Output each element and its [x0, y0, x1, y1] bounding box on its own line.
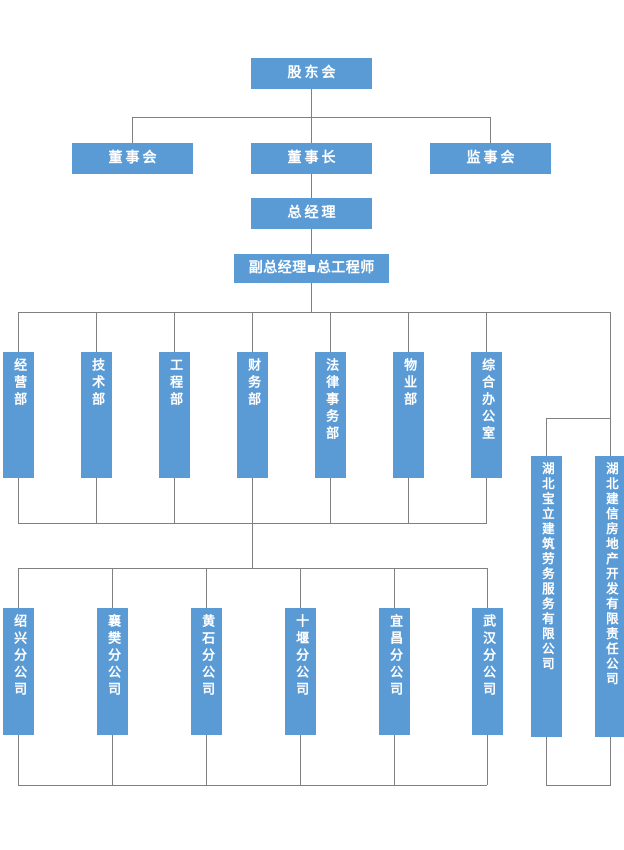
connector-tail-branch-4 [300, 735, 301, 785]
node-branch-xiangfan[interactable]: 襄樊分公司 [97, 608, 128, 735]
connector-tail-branch-6 [487, 735, 488, 785]
connector-drop-dept-4 [252, 312, 253, 352]
node-subsidiary-jianxin-real-estate[interactable]: 湖北建信房地产开发有限责任公司 [595, 456, 624, 737]
node-department-finance[interactable]: 财务部 [237, 352, 268, 478]
connector-subsidiary-2-tail [610, 737, 611, 785]
connector-drop-dept-5 [330, 312, 331, 352]
connector-general-manager-to-deputy [311, 229, 312, 254]
node-board-of-directors[interactable]: 董事会 [72, 143, 193, 174]
node-label: 财务部 [245, 358, 261, 409]
node-board-of-supervisors[interactable]: 监事会 [430, 143, 551, 174]
node-branch-wuhan[interactable]: 武汉分公司 [472, 608, 503, 735]
connector-chairman-to-general-manager [311, 174, 312, 198]
connector-drop-subsidiary-1 [546, 418, 547, 456]
node-label: 监事会 [466, 150, 518, 167]
connector-drop-board-of-supervisors [490, 117, 491, 143]
connector-tail-branch-3 [206, 735, 207, 785]
node-label: 副总经理▪总工程师 [248, 260, 375, 277]
node-label: 黄石分公司 [199, 614, 215, 699]
node-label: 宜昌分公司 [387, 614, 403, 699]
connector-drop-branch-2 [112, 568, 113, 608]
node-branch-yichang[interactable]: 宜昌分公司 [379, 608, 410, 735]
node-shareholders-meeting[interactable]: 股东会 [251, 58, 372, 89]
node-label: 湖北宝立建筑劳务服务有限公司 [539, 462, 555, 672]
connector-tail-branch-1 [18, 735, 19, 785]
connector-drop-branch-1 [18, 568, 19, 608]
connector-branch-bus [18, 568, 487, 569]
connector-tail-dept-4 [252, 478, 253, 523]
node-department-engineering[interactable]: 工程部 [159, 352, 190, 478]
connector-tail-branch-2 [112, 735, 113, 785]
connector-tail-dept-5 [330, 478, 331, 523]
node-label: 武汉分公司 [480, 614, 496, 699]
node-label: 经营部 [11, 358, 27, 409]
node-department-legal-affairs[interactable]: 法律事务部 [315, 352, 346, 478]
connector-branch-footer-bus [18, 785, 487, 786]
node-label: 股东会 [287, 65, 339, 82]
connector-drop-dept-2 [96, 312, 97, 352]
connector-subsidiary-1-tail [546, 737, 547, 785]
node-department-property-management[interactable]: 物业部 [393, 352, 424, 478]
node-branch-shaoxing[interactable]: 绍兴分公司 [3, 608, 34, 735]
connector-drop-subsidiary-2 [610, 418, 611, 456]
node-label: 湖北建信房地产开发有限责任公司 [603, 462, 619, 687]
connector-drop-dept-3 [174, 312, 175, 352]
connector-to-branch-bus [252, 523, 253, 568]
connector-l1-to-l2-stem [311, 89, 312, 117]
connector-subsidiary-riser [610, 312, 611, 418]
node-label: 工程部 [167, 358, 183, 409]
node-label: 法律事务部 [323, 358, 339, 443]
node-subsidiary-baoli-construction-labor[interactable]: 湖北宝立建筑劳务服务有限公司 [531, 456, 562, 737]
connector-subsidiary-footer-bus [546, 785, 611, 786]
connector-drop-branch-5 [394, 568, 395, 608]
node-label: 董事长 [287, 150, 339, 167]
connector-tail-dept-1 [18, 478, 19, 523]
node-label: 综合办公室 [479, 358, 495, 443]
connector-drop-branch-6 [487, 568, 488, 608]
connector-drop-branch-3 [206, 568, 207, 608]
node-label: 襄樊分公司 [105, 614, 121, 699]
node-department-technology[interactable]: 技术部 [81, 352, 112, 478]
connector-tail-branch-5 [394, 735, 395, 785]
node-label: 十堰分公司 [293, 614, 309, 699]
node-deputy-general-manager-chief-engineer[interactable]: 副总经理▪总工程师 [234, 254, 389, 283]
connector-drop-branch-4 [300, 568, 301, 608]
node-department-business[interactable]: 经营部 [3, 352, 34, 478]
node-label: 物业部 [401, 358, 417, 409]
connector-drop-dept-7 [486, 312, 487, 352]
connector-tail-dept-3 [174, 478, 175, 523]
node-general-manager[interactable]: 总经理 [251, 198, 372, 229]
node-branch-shiyan[interactable]: 十堰分公司 [285, 608, 316, 735]
connector-subsidiary-bus [546, 418, 611, 419]
node-label: 绍兴分公司 [11, 614, 27, 699]
connector-drop-dept-6 [408, 312, 409, 352]
node-branch-huangshi[interactable]: 黄石分公司 [191, 608, 222, 735]
connector-drop-dept-1 [18, 312, 19, 352]
connector-tail-dept-2 [96, 478, 97, 523]
connector-drop-chairman [311, 117, 312, 143]
connector-deputy-to-department-bus [311, 283, 312, 312]
connector-drop-board-of-directors [132, 117, 133, 143]
node-label: 技术部 [89, 358, 105, 409]
node-department-general-office[interactable]: 综合办公室 [471, 352, 502, 478]
node-label: 总经理 [287, 205, 339, 222]
node-chairman[interactable]: 董事长 [251, 143, 372, 174]
connector-department-bus [18, 312, 611, 313]
connector-tail-dept-6 [408, 478, 409, 523]
connector-tail-dept-7 [486, 478, 487, 523]
node-label: 董事会 [108, 150, 160, 167]
